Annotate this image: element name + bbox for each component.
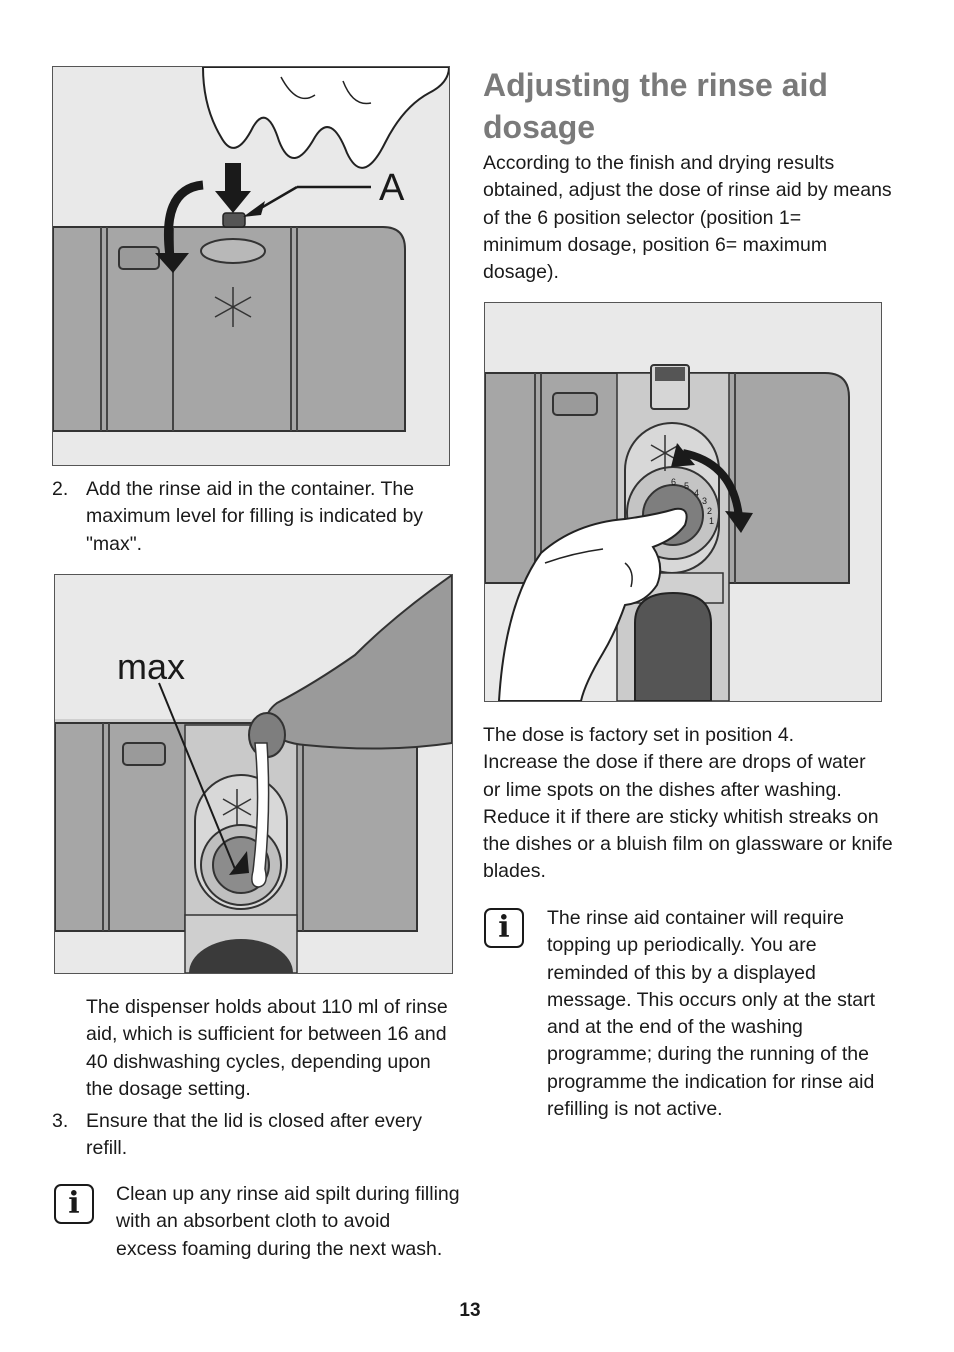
text-line: message. This occurs only at the start	[547, 988, 876, 1011]
info-note-refill-reminder: The rinse aid container will require top…	[547, 905, 907, 1123]
text-line: blades.	[483, 860, 546, 883]
illustration-pour-rinse-aid: max	[54, 574, 453, 974]
text-line: the dosage setting.	[86, 1077, 251, 1100]
text-line: with an absorbent cloth to avoid	[116, 1210, 391, 1233]
text-line: According to the finish and drying resul…	[483, 152, 835, 174]
step-3: 3. Ensure that the lid is closed after e…	[52, 1108, 452, 1164]
text-line: The rinse aid container will require	[547, 907, 844, 929]
section-heading: Adjusting the rinse aid dosage	[483, 64, 903, 148]
text-line: Clean up any rinse aid spilt during fill…	[116, 1183, 460, 1205]
dial-number: 6	[671, 477, 676, 487]
text-line: Reduce it if there are sticky whitish st…	[483, 805, 879, 828]
text-line: aid, which is sufficient for between 16 …	[86, 1023, 447, 1046]
page-number: 13	[459, 1300, 481, 1321]
callout-label-a: A	[379, 167, 405, 209]
text-line: excess foaming during the next wash.	[116, 1237, 443, 1260]
text-line: The dispenser holds about 110 ml of rins…	[86, 996, 448, 1018]
text-line: Ensure that the lid is closed after ever…	[86, 1110, 423, 1132]
text-line: refilling is not active.	[547, 1098, 723, 1121]
info-icon: i	[484, 908, 524, 948]
step-number: 3.	[52, 1110, 69, 1132]
text-line: Increase the dose if there are drops of …	[483, 751, 866, 774]
dispenser-capacity-paragraph: The dispenser holds about 110 ml of rins…	[86, 994, 462, 1103]
illustration-press-lid: A	[52, 66, 450, 466]
heading-line: Adjusting the rinse aid	[483, 67, 828, 103]
step-2: 2. Add the rinse aid in the container. T…	[52, 476, 452, 558]
text-line: Add the rinse aid in the container. The	[86, 478, 415, 500]
text-line: of the 6 position selector (position 1=	[483, 206, 802, 229]
text-line: maximum level for filling is indicated b…	[86, 505, 424, 528]
text-line: programme; during the running of the	[547, 1043, 869, 1066]
dial-number: 5	[684, 481, 689, 491]
text-line: "max".	[86, 532, 143, 555]
text-line: programme the indication for rinse aid	[547, 1070, 875, 1093]
text-line: 40 dishwashing cycles, depending upon	[86, 1050, 431, 1073]
text-line: refill.	[86, 1137, 128, 1160]
info-icon: i	[54, 1184, 94, 1224]
illustration-adjust-dial: 6 5 4 3 2 1	[484, 302, 882, 702]
step-number: 2.	[52, 478, 69, 500]
dial-number: 4	[694, 488, 699, 498]
text-line: the dishes or a bluish film on glassware…	[483, 833, 893, 856]
text-line: reminded of this by a displayed	[547, 961, 816, 984]
step-text: Add the rinse aid in the container. The …	[86, 476, 423, 558]
text-line: obtained, adjust the dose of rinse aid b…	[483, 179, 892, 202]
heading-line: dosage	[483, 109, 596, 145]
text-line: The dose is factory set in position 4.	[483, 724, 795, 746]
intro-paragraph: According to the finish and drying resul…	[483, 150, 903, 286]
text-line: minimum dosage, position 6= maximum	[483, 233, 828, 256]
text-line: topping up periodically. You are	[547, 934, 817, 957]
step-text: Ensure that the lid is closed after ever…	[86, 1108, 422, 1163]
max-label: max	[117, 646, 185, 687]
dial-number: 3	[702, 496, 707, 506]
dial-number: 2	[707, 506, 712, 516]
info-note-clean-spill: Clean up any rinse aid spilt during fill…	[116, 1181, 466, 1263]
text-line: and at the end of the washing	[547, 1016, 803, 1039]
text-line: or lime spots on the dishes after washin…	[483, 778, 842, 801]
dial-number: 1	[709, 516, 714, 526]
factory-setting-paragraph: The dose is factory set in position 4. I…	[483, 722, 903, 886]
text-line: dosage).	[483, 261, 559, 284]
